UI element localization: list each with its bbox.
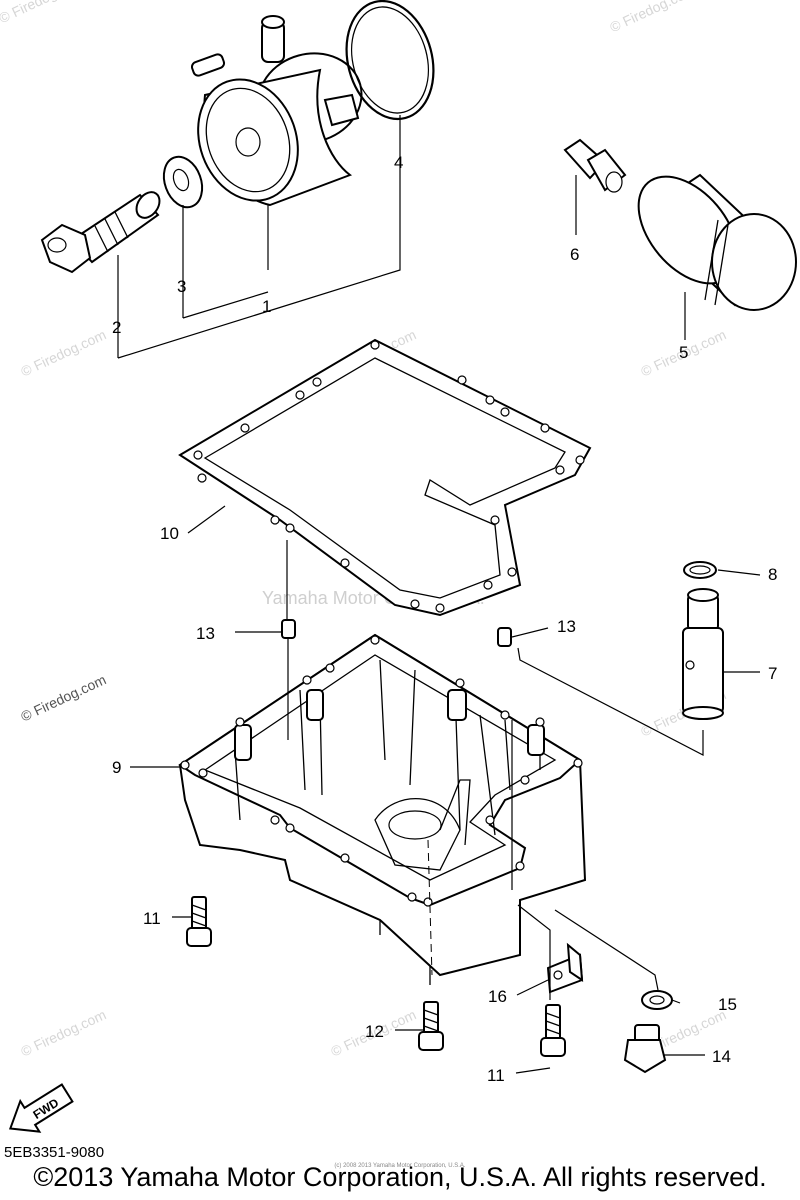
bracket xyxy=(546,942,584,994)
leader-lines-bottom xyxy=(130,505,761,1074)
callout-7: 7 xyxy=(768,664,777,683)
callout-11-bottom: 11 xyxy=(487,1066,505,1085)
diagram-code: 5EB3351-9080 xyxy=(4,1144,105,1161)
callout-13-right: 13 xyxy=(557,617,576,636)
callout-11-left: 11 xyxy=(143,909,161,928)
callout-10: 10 xyxy=(160,524,179,543)
drain-bolt xyxy=(623,990,673,1074)
callout-6: 6 xyxy=(570,245,579,264)
dowel-pins xyxy=(281,619,512,647)
oil-pan xyxy=(178,633,587,985)
callout-3: 3 xyxy=(177,277,186,296)
watermark-firedog: © Firedog.com xyxy=(18,671,108,724)
watermark-firedog: © Firedog.com xyxy=(18,326,108,379)
oil-cooler xyxy=(190,15,363,207)
oil-filter xyxy=(637,173,797,311)
callout-8: 8 xyxy=(768,565,777,584)
copyright: ©2013 Yamaha Motor Corporation, U.S.A. A… xyxy=(33,1162,767,1192)
callout-1: 1 xyxy=(262,297,271,316)
oil-fitting xyxy=(563,138,627,193)
callout-16: 16 xyxy=(488,987,507,1006)
gasket-bolt-holes xyxy=(193,340,585,613)
tiny-copyright-note: (c) 2008 2013 Yamaha Motor Corporation, … xyxy=(334,1163,466,1169)
bolts xyxy=(186,896,566,1057)
oil-pan-bolt-holes xyxy=(180,635,583,907)
callout-9: 9 xyxy=(112,758,121,777)
o-ring xyxy=(345,0,435,121)
callouts: 1 2 3 4 5 6 7 8 9 10 11 11 12 13 13 14 1… xyxy=(112,153,777,1085)
watermark-firedog: © Firedog.com xyxy=(607,0,697,35)
callout-2: 2 xyxy=(112,318,121,337)
leader-lines-top xyxy=(117,115,686,359)
watermark-firedog: © Firedog.com xyxy=(0,0,87,26)
washer xyxy=(162,155,204,209)
watermark-firedog: © Firedog.com xyxy=(18,1006,108,1059)
callout-15: 15 xyxy=(718,995,737,1014)
oil-level-gauge xyxy=(682,561,724,720)
union-bolt xyxy=(40,191,161,274)
callout-4: 4 xyxy=(394,153,403,172)
callout-14: 14 xyxy=(712,1047,731,1066)
fwd-arrow: FWD xyxy=(8,1083,74,1133)
callout-13-left: 13 xyxy=(196,624,215,643)
oil-pan-gasket xyxy=(178,338,592,617)
callout-5: 5 xyxy=(679,343,688,362)
callout-12: 12 xyxy=(365,1022,384,1041)
